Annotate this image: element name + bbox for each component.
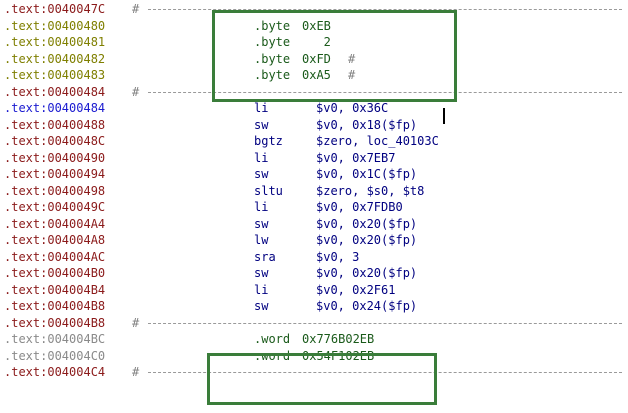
address: .text:0040049C <box>4 200 106 214</box>
instruction-operands: $v0, 0x7EB7 <box>316 150 396 165</box>
instruction-operands: $v0, 0x24($fp) <box>316 299 418 313</box>
address: .text:004004B8 <box>4 315 106 330</box>
listing-line[interactable]: .text:00400481 .byte 2 <box>0 34 628 50</box>
instruction-mnemonic: sw <box>254 299 269 313</box>
listing-line[interactable]: .text:00400490 li $v0, 0x7EB7 <box>0 150 628 166</box>
address: .text:00400484 <box>4 101 106 115</box>
data-directive: .byte <box>254 68 291 82</box>
instruction-operands: $zero, loc_40103C <box>316 134 439 148</box>
address: .text:004004B0 <box>4 266 106 280</box>
address: .text:004004C0 <box>4 348 106 363</box>
instruction-mnemonic: sra <box>254 249 276 264</box>
instruction-mnemonic: sw <box>254 266 269 280</box>
address: .text:0040048C <box>4 134 106 148</box>
listing-line[interactable]: .text:00400480 .byte 0xEB <box>0 18 628 34</box>
instruction-mnemonic: sw <box>254 216 269 231</box>
instruction-mnemonic: li <box>254 101 269 115</box>
comment-mark: # <box>348 68 356 82</box>
separator-mark: # <box>132 315 140 330</box>
data-directive: .byte <box>254 35 291 49</box>
listing-line[interactable]: .text:00400498 sltu $zero, $s0, $t8 <box>0 183 628 199</box>
comment-mark: # <box>348 51 356 66</box>
separator-rule <box>148 91 622 93</box>
text-cursor <box>443 108 445 124</box>
data-value: 0xA5 <box>302 68 331 82</box>
instruction-operands: $v0, 0x20($fp) <box>316 233 418 247</box>
address: .text:004004BC <box>4 332 106 346</box>
instruction-mnemonic: li <box>254 150 269 165</box>
listing-line[interactable]: .text:00400484 li $v0, 0x36C <box>0 100 628 116</box>
data-directive: .byte <box>254 18 291 33</box>
instruction-mnemonic: sw <box>254 167 269 181</box>
address: .text:00400490 <box>4 150 106 165</box>
instruction-operands: $v0, 0x2F61 <box>316 282 396 297</box>
separator-line[interactable]: .text:004004C4 # <box>0 364 628 380</box>
listing-line[interactable]: .text:004004B0 sw $v0, 0x20($fp) <box>0 265 628 281</box>
listing-line[interactable]: .text:00400482 .byte 0xFD # <box>0 51 628 67</box>
data-directive: .word <box>254 332 291 346</box>
address: .text:004004C4 <box>4 365 106 379</box>
instruction-mnemonic: lw <box>254 233 269 247</box>
instruction-mnemonic: sltu <box>254 183 283 198</box>
separator-mark: # <box>132 84 140 99</box>
instruction-operands: $v0, 0x20($fp) <box>316 216 418 231</box>
data-value: 2 <box>302 35 331 49</box>
address: .text:004004AC <box>4 249 106 264</box>
byte-data-highlight-box <box>212 10 457 102</box>
instruction-operands: $v0, 0x1C($fp) <box>316 167 418 181</box>
listing-line[interactable]: .text:004004BC .word 0x776B02EB <box>0 331 628 347</box>
separator-mark: # <box>132 2 140 16</box>
instruction-mnemonic: bgtz <box>254 134 283 148</box>
separator-rule <box>148 9 622 10</box>
data-directive: .byte <box>254 51 291 66</box>
address: .text:00400484 <box>4 84 106 99</box>
address: .text:00400498 <box>4 183 106 198</box>
data-value: 0xFD <box>302 51 331 66</box>
listing-line[interactable]: .text:004004A8 lw $v0, 0x20($fp) <box>0 232 628 248</box>
listing-line[interactable]: .text:004004A4 sw $v0, 0x20($fp) <box>0 216 628 232</box>
listing-line[interactable]: .text:004004B8 sw $v0, 0x24($fp) <box>0 298 628 314</box>
address: .text:004004B8 <box>4 299 106 313</box>
separator-line[interactable]: .text:00400484 # <box>0 84 628 100</box>
listing-line[interactable]: .text:004004B4 li $v0, 0x2F61 <box>0 282 628 298</box>
address: .text:00400488 <box>4 117 106 132</box>
listing-line[interactable]: .text:00400483 .byte 0xA5 # <box>0 67 628 83</box>
address: .text:0040047C <box>4 2 106 16</box>
address: .text:00400483 <box>4 68 106 82</box>
separator-mark: # <box>132 365 140 379</box>
separator-line[interactable]: .text:004004B8 # <box>0 315 628 331</box>
address: .text:004004B4 <box>4 282 106 297</box>
address: .text:00400494 <box>4 167 106 181</box>
instruction-operands: $zero, $s0, $t8 <box>316 183 425 198</box>
address: .text:00400481 <box>4 35 106 49</box>
data-value: 0xEB <box>302 18 331 33</box>
instruction-operands: $v0, 3 <box>316 249 360 264</box>
word-data-highlight-box <box>207 353 437 405</box>
instruction-mnemonic: li <box>254 200 269 214</box>
address: .text:00400480 <box>4 18 106 33</box>
listing-line[interactable]: .text:00400488 sw $v0, 0x18($fp) <box>0 117 628 133</box>
instruction-operands: $v0, 0x36C <box>316 101 389 115</box>
instruction-mnemonic: sw <box>254 117 269 132</box>
address: .text:004004A8 <box>4 233 106 247</box>
separator-line[interactable]: .text:0040047C # <box>0 1 628 17</box>
instruction-operands: $v0, 0x18($fp) <box>316 117 418 132</box>
address: .text:004004A4 <box>4 216 106 231</box>
data-value: 0x776B02EB <box>302 332 375 346</box>
separator-rule <box>148 372 622 373</box>
listing-line[interactable]: .text:004004AC sra $v0, 3 <box>0 249 628 265</box>
listing-line[interactable]: .text:00400494 sw $v0, 0x1C($fp) <box>0 166 628 182</box>
instruction-mnemonic: li <box>254 282 269 297</box>
instruction-operands: $v0, 0x7FDB0 <box>316 200 403 214</box>
address: .text:00400482 <box>4 51 106 66</box>
listing-line[interactable]: .text:0040049C li $v0, 0x7FDB0 <box>0 199 628 215</box>
separator-rule <box>148 322 622 324</box>
listing-line[interactable]: .text:0040048C bgtz $zero, loc_40103C <box>0 133 628 149</box>
instruction-operands: $v0, 0x20($fp) <box>316 266 418 280</box>
